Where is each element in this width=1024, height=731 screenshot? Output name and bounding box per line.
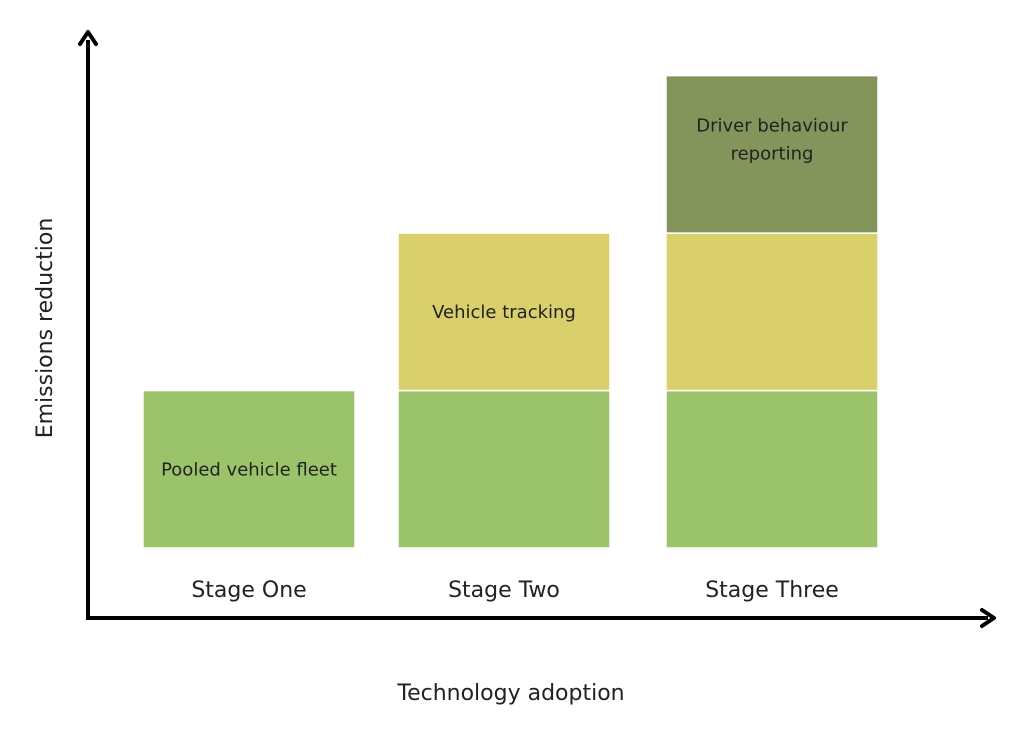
x-axis-arrowhead [980, 608, 996, 628]
x-axis-title: Technology adoption [396, 681, 624, 706]
bar-segment-stage-three-vehicle-tracking [665, 232, 879, 392]
bar-segment-stage-two-pooled-vehicle-fleet [397, 389, 611, 549]
x-tick-label-stage-two: Stage Two [448, 578, 560, 603]
bars-layer [142, 74, 879, 549]
segment-labels-layer: Pooled vehicle fleet Vehicle tracking Driv… [161, 116, 848, 481]
bar-segment-stage-one-pooled-vehicle-fleet [142, 389, 356, 549]
bar-segment-stage-three-pooled-vehicle-fleet [665, 389, 879, 549]
x-tick-label-stage-one: Stage One [191, 578, 306, 603]
bar-segment-stage-three-driver-behaviour-reporting [665, 74, 879, 234]
axes [78, 30, 996, 628]
category-ticks-layer: Stage One Stage Two Stage Three [191, 578, 838, 603]
x-tick-label-stage-three: Stage Three [705, 578, 839, 603]
bar-segment-stage-two-vehicle-tracking [397, 232, 611, 392]
segment-label-pooled-vehicle-fleet: Pooled vehicle fleet [161, 459, 337, 480]
segment-label-vehicle-tracking: Vehicle tracking [432, 302, 576, 323]
y-axis-arrowhead [78, 30, 98, 46]
y-axis-title: Emissions reduction [33, 218, 58, 439]
